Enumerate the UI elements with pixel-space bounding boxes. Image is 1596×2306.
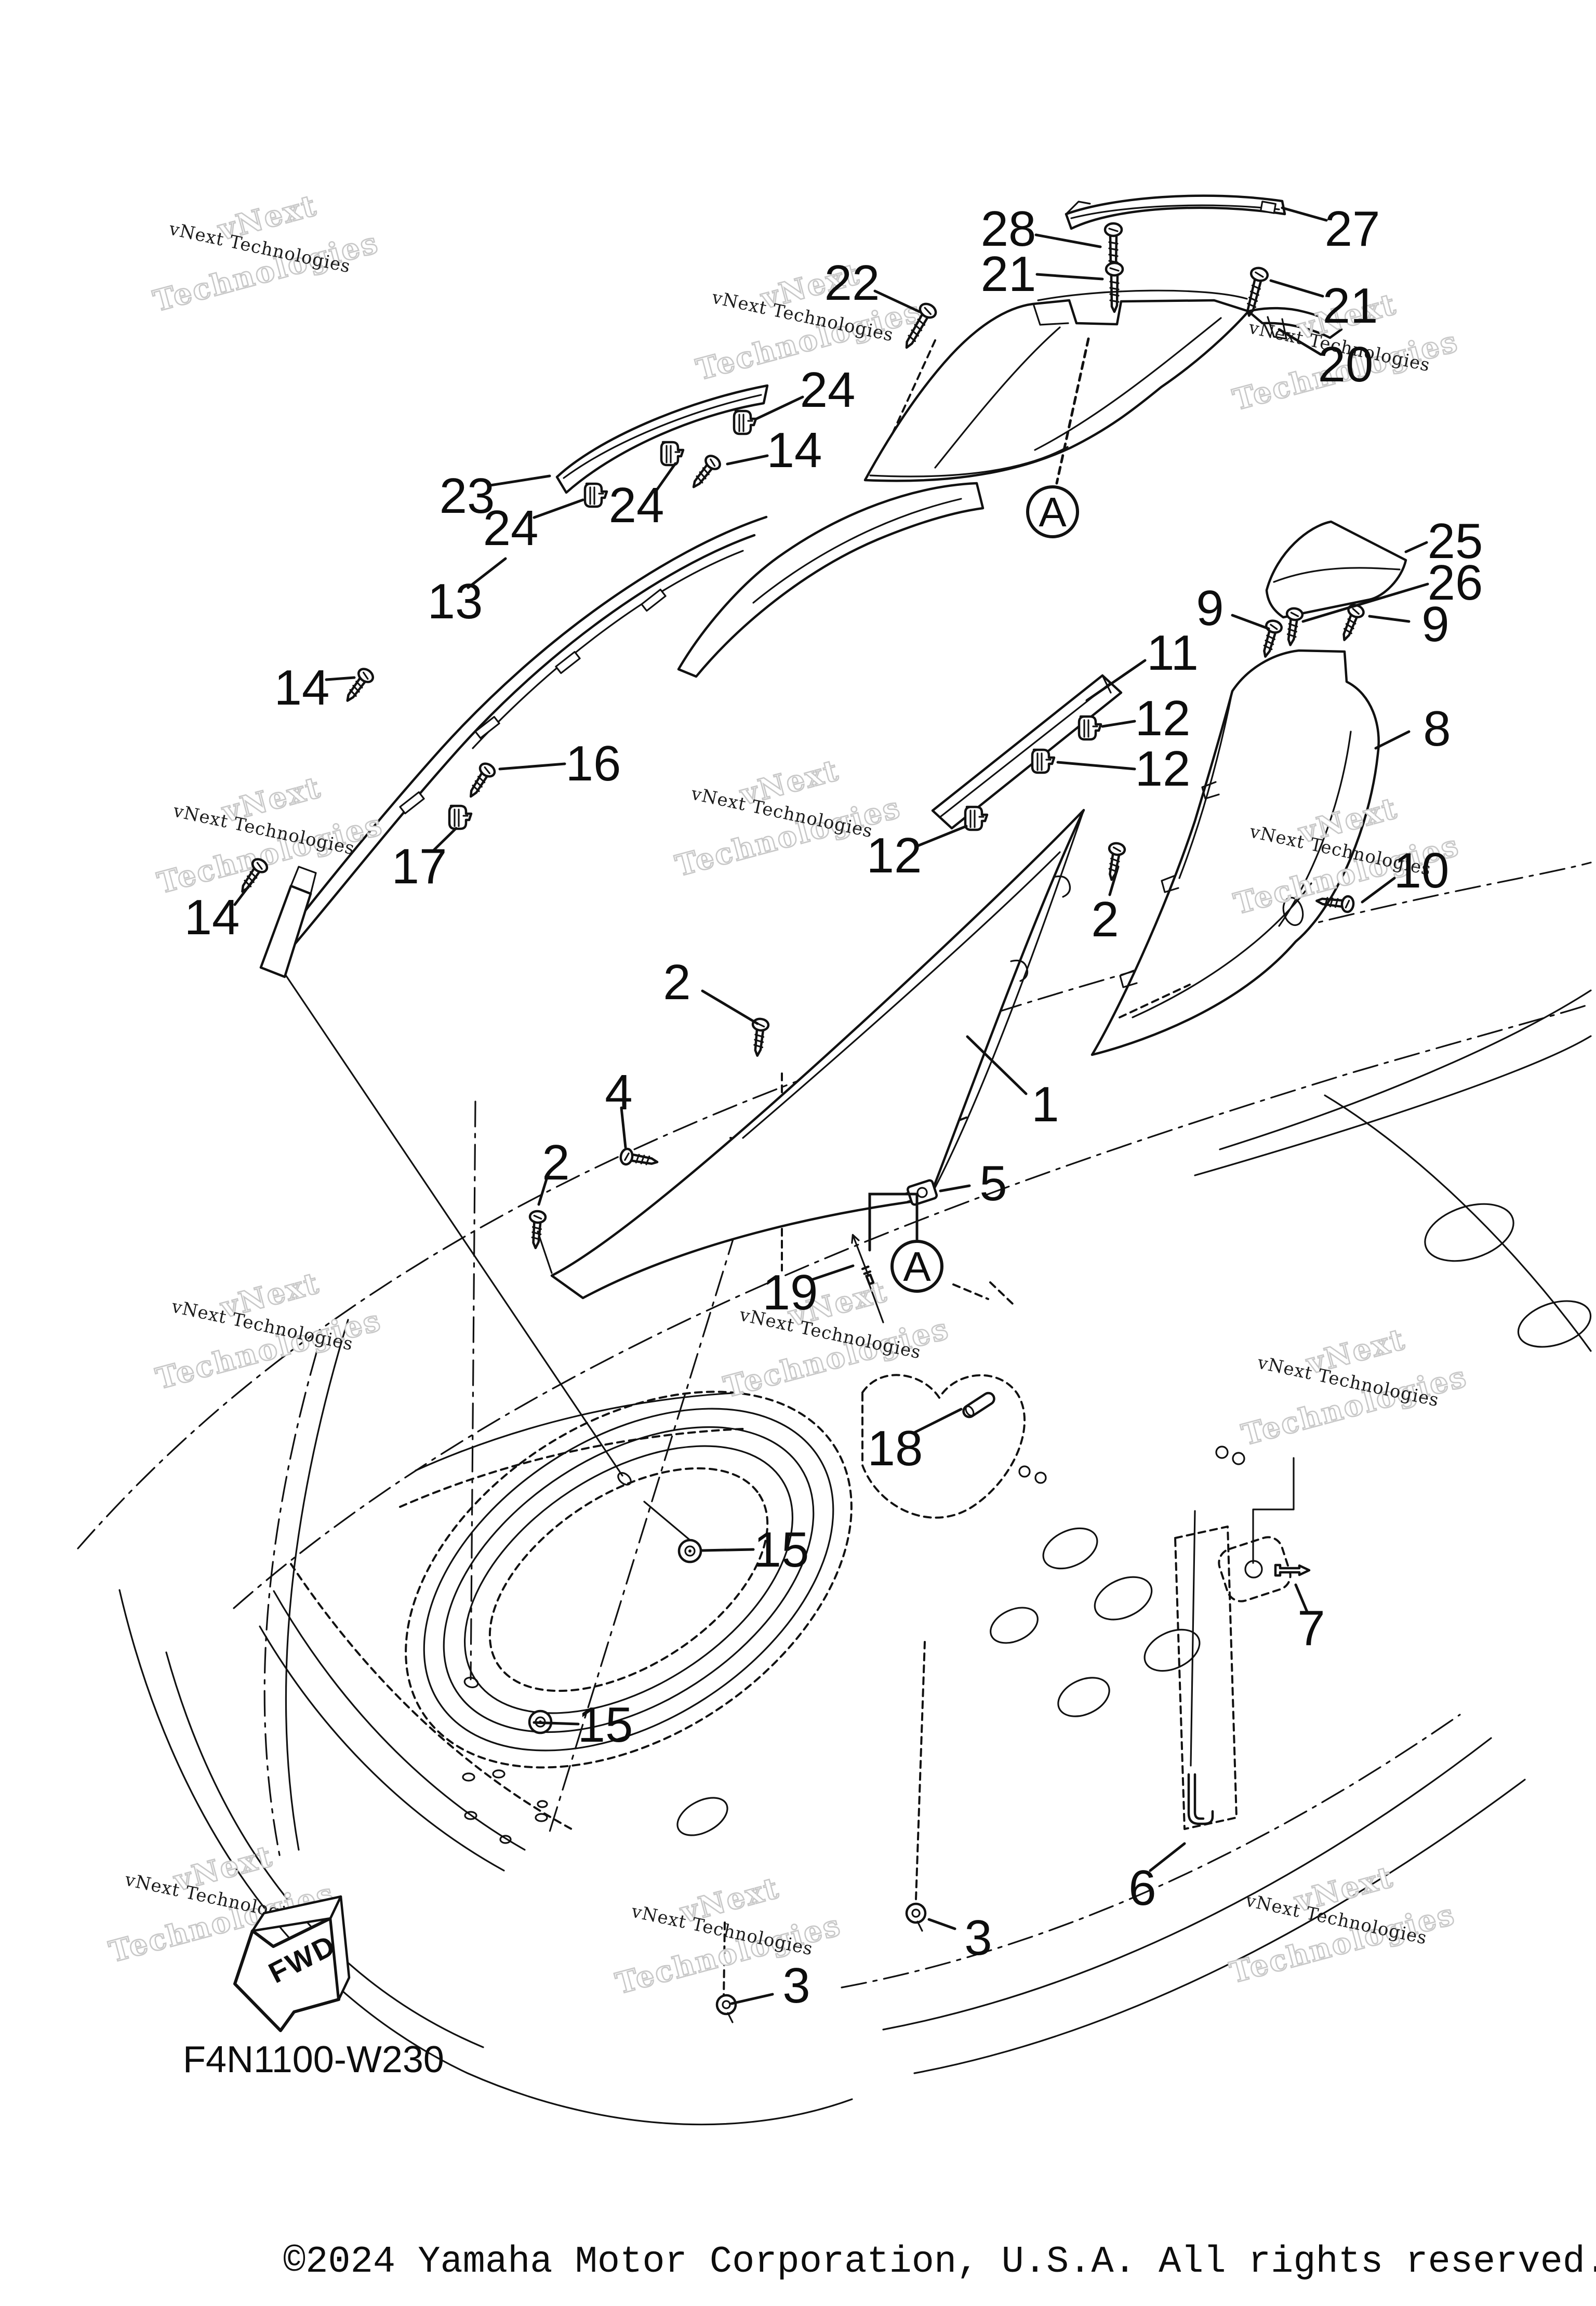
part-number-label: 4 xyxy=(605,1065,632,1120)
part-number-label: 24 xyxy=(800,362,856,418)
assembly-ref-marker: A xyxy=(1026,485,1079,538)
assembly-ref-label: A xyxy=(1039,489,1067,535)
part-number-label: 22 xyxy=(824,255,880,311)
part-number-label: 28 xyxy=(981,201,1036,257)
part-number-label: 27 xyxy=(1325,201,1380,257)
part-number-label: 3 xyxy=(964,1910,992,1966)
part-number-label: 20 xyxy=(1318,337,1374,392)
part-number-label: 15 xyxy=(578,1697,633,1753)
assembly-ref-label: A xyxy=(903,1243,931,1290)
part-number-label: 5 xyxy=(979,1156,1007,1211)
part-number-label: 17 xyxy=(392,839,447,894)
part-number-label: 25 xyxy=(1428,513,1483,569)
part-number-label: 18 xyxy=(868,1421,923,1476)
part-number-label: 15 xyxy=(754,1522,809,1578)
fwd-arrow-icon: FWD xyxy=(233,1895,351,2032)
part-number-label: 21 xyxy=(1323,278,1378,334)
part-number-label: 9 xyxy=(1421,597,1449,652)
assembly-ref-marker: A xyxy=(890,1240,943,1293)
diagram-code: F4N1100-W230 xyxy=(183,2039,444,2080)
part-number-label: 13 xyxy=(428,574,483,629)
part-number-label: 3 xyxy=(782,1958,810,2013)
copyright-text: ©2024 Yamaha Motor Corporation, U.S.A. A… xyxy=(283,2241,1596,2283)
part-number-label: 2 xyxy=(542,1135,569,1190)
part-number-label: 7 xyxy=(1297,1600,1325,1656)
part-number-label: 2 xyxy=(1091,892,1119,947)
part-number-label: 10 xyxy=(1394,843,1449,898)
leader-lines xyxy=(233,206,1429,2005)
part-number-label: 21 xyxy=(981,246,1036,302)
part-number-label: 1 xyxy=(1031,1077,1059,1132)
part-number-label: 12 xyxy=(1135,741,1191,797)
part-number-label: 11 xyxy=(1147,625,1199,681)
part-number-label: 8 xyxy=(1423,701,1451,757)
part-number-label: 12 xyxy=(1135,691,1191,746)
part-number-label: 26 xyxy=(1428,555,1483,611)
part-number-label: 24 xyxy=(609,478,664,533)
part-number-label: 14 xyxy=(274,660,330,715)
part-outlines xyxy=(259,194,1407,1300)
part-number-label: 14 xyxy=(184,890,240,945)
part-number-label: 9 xyxy=(1196,580,1223,636)
part-number-label: 23 xyxy=(440,468,495,524)
part-number-label: 14 xyxy=(767,422,822,478)
part-number-label: 6 xyxy=(1128,1860,1156,1916)
part-number-label: 24 xyxy=(483,500,539,556)
part-number-label: 16 xyxy=(566,736,621,791)
part-number-label: 19 xyxy=(763,1265,818,1320)
hull-outline xyxy=(77,862,1592,2126)
part-number-label: 2 xyxy=(663,955,690,1010)
part-number-label: 12 xyxy=(867,828,922,883)
